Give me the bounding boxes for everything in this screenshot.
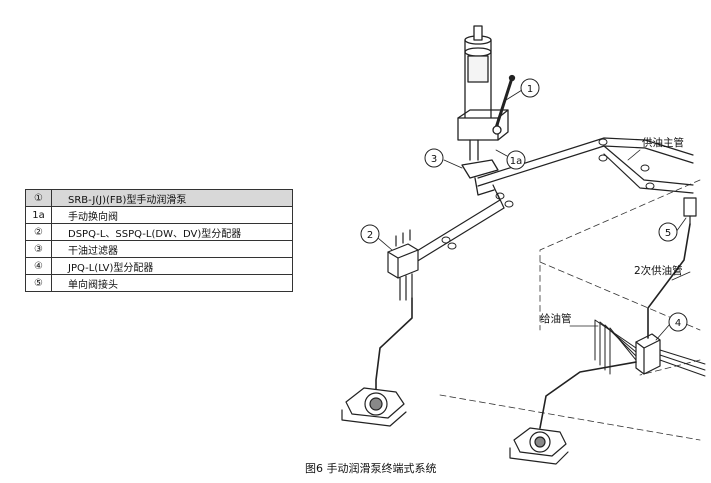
callout-1a-circle [506, 150, 526, 170]
callout-4-circle [668, 312, 688, 332]
figure-caption: 图6 手动润滑泵终端式系统 [305, 461, 437, 475]
callout-2: 2 [367, 230, 373, 241]
callout-5-circle [658, 222, 678, 242]
callout-2-circle [360, 224, 380, 244]
feed-pipe-label: 给油管 [540, 312, 572, 325]
legend-row: ③ 干油过滤器 [25, 240, 293, 258]
legend-key: ⑤ [25, 274, 52, 292]
legend-text: SRB-J(J)(FB)型手动润滑泵 [51, 189, 293, 207]
callout-4: 4 [675, 318, 681, 329]
main-pipe-label: 供油主管 [642, 136, 684, 149]
manual-pump [457, 25, 516, 196]
secondary-supply-pipe [647, 223, 691, 339]
legend-key: ① [25, 189, 52, 207]
bearing-left [341, 387, 407, 427]
main-supply-pipe [411, 137, 694, 263]
branch-pipe-left [375, 297, 413, 393]
callout-3-circle [424, 148, 444, 168]
legend-table: ① SRB-J(J)(FB)型手动润滑泵 1a 手动换向阀 ② DSPQ-L、S… [25, 189, 293, 292]
distributor-4 [635, 333, 661, 375]
callout-5: 5 [665, 228, 671, 239]
legend-row: ⑤ 单向阀接头 [25, 274, 293, 292]
branch-pipe-lower [539, 361, 637, 429]
floor-lines [439, 179, 701, 441]
callout-1a: 1a [510, 156, 523, 167]
callout-3: 3 [431, 154, 437, 165]
secondary-pipe-label: 2次供油管 [634, 264, 683, 277]
callout-1-circle [520, 78, 540, 98]
bearing-lower [509, 427, 569, 465]
check-valve [683, 197, 697, 225]
pipe-fittings [441, 138, 655, 250]
legend-row: 1a 手动换向阀 [25, 206, 293, 224]
distributor-2 [387, 229, 419, 301]
leader-lines [377, 89, 691, 341]
feed-pipes [594, 319, 706, 377]
callout-1: 1 [527, 84, 533, 95]
legend-row: ① SRB-J(J)(FB)型手动润滑泵 [25, 189, 293, 207]
legend-row: ④ JPQ-L(LV)型分配器 [25, 257, 293, 275]
legend-text: 单向阀接头 [51, 274, 293, 292]
